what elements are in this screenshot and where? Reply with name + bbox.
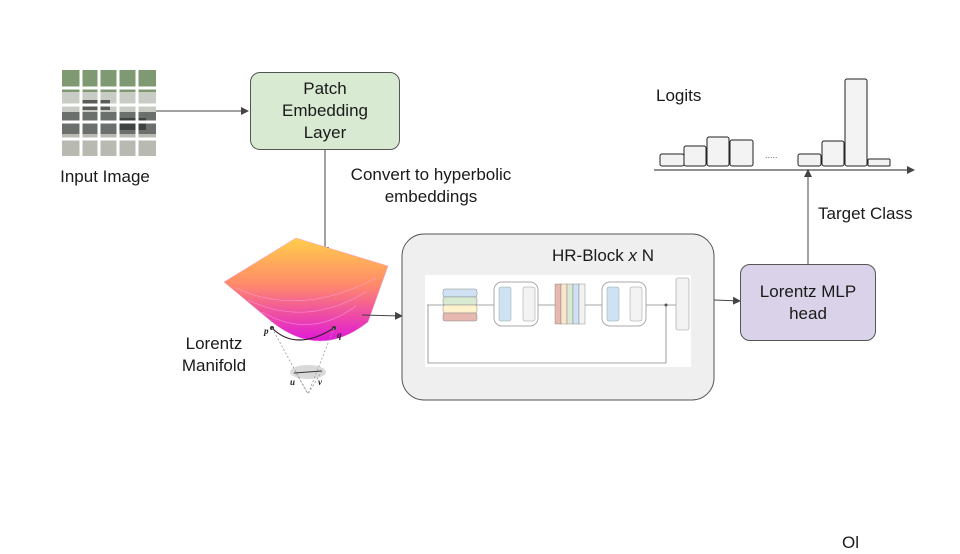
diagram-canvas: p q u v	[62, 70, 915, 401]
hr-block-label: HR-Block	[552, 246, 624, 265]
arrow-manifold-to-hr-block	[361, 311, 403, 320]
architecture-diagram: p q u v	[60, 70, 915, 552]
logit-bar	[867, 158, 891, 167]
logit-bar	[683, 145, 707, 167]
logit-bar	[706, 136, 730, 167]
lorentz-mlp-head-box: Lorentz MLP head	[740, 264, 876, 341]
patch-embedding-label: Patch Embedding Layer	[281, 79, 368, 142]
lorentz-manifold-graphic	[223, 237, 389, 395]
manifold-point-q: q	[337, 330, 342, 340]
hr-block-title: HR-Block x N	[552, 245, 682, 267]
convert-label: Convert to hyperbolic embeddings	[350, 165, 512, 206]
cut-off-footer-text: Ol	[842, 533, 859, 552]
logits-label: Logits	[656, 86, 702, 105]
lorentz-mlp-head-label: Lorentz MLP head	[759, 281, 857, 323]
lorentz-manifold-label: Lorentz Manifold	[181, 334, 247, 375]
logit-bar	[797, 153, 822, 167]
patch-embedding-box: Patch Embedding Layer	[250, 72, 400, 150]
hr-block-internals	[425, 275, 691, 367]
target-class-label: Target Class	[818, 204, 913, 223]
logit-bars	[659, 78, 891, 167]
hr-block-times: x	[628, 246, 638, 265]
manifold-point-p: p	[263, 326, 269, 336]
logits-ellipsis: .....	[765, 150, 778, 160]
input-image-label: Input Image	[60, 167, 150, 186]
logit-bar	[844, 78, 868, 167]
logit-bar	[659, 153, 685, 167]
logit-bar	[729, 139, 754, 167]
logit-bar	[821, 140, 845, 167]
input-image-thumbnail	[62, 70, 156, 156]
tangent-point-u: u	[290, 377, 295, 387]
arrow-hr-block-to-mlp	[713, 296, 741, 305]
tangent-point-v: v	[318, 377, 323, 387]
hr-block-count: N	[641, 246, 655, 265]
